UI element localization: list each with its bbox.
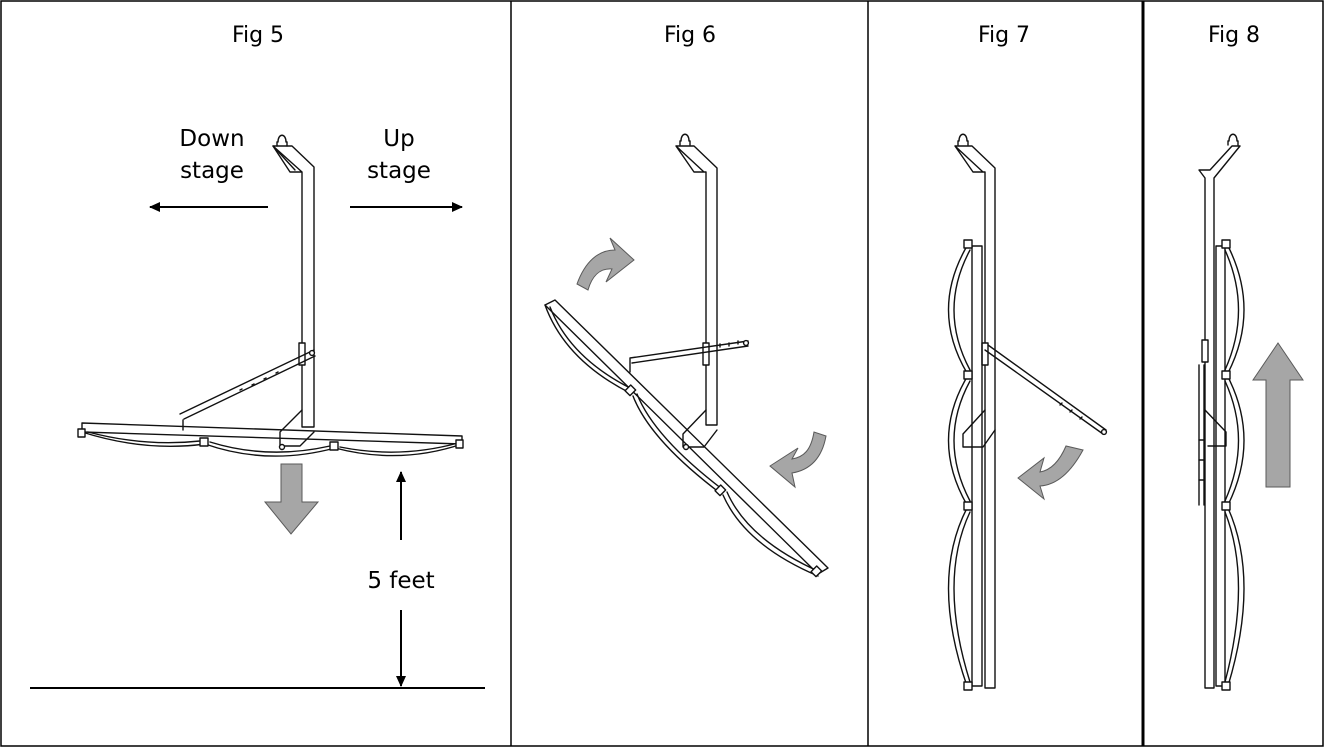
- fig8-title: Fig 8: [1208, 23, 1260, 48]
- lower-direction-arrow-icon: [263, 463, 320, 535]
- fig6-illustration: [544, 133, 829, 578]
- fig8-illustration: [1198, 133, 1304, 691]
- curved-arrow-icon: [576, 237, 635, 291]
- raise-direction-arrow-icon: [1252, 342, 1304, 488]
- downstage-label-line1: Down: [179, 126, 244, 152]
- fig6-title: Fig 6: [664, 23, 716, 48]
- height-label: 5 feet: [367, 568, 434, 594]
- fig5-illustration: Down stage Up stage: [30, 126, 485, 689]
- downstage-label-line2: stage: [180, 158, 244, 184]
- hanging-hook-icon: [679, 133, 691, 146]
- hanging-hook-icon: [957, 133, 969, 146]
- fig5-title: Fig 5: [232, 23, 284, 48]
- fig7-illustration: [947, 133, 1108, 691]
- hanging-hook-icon: [276, 134, 288, 147]
- hanging-hook-icon: [1227, 133, 1239, 146]
- curved-arrow-icon: [1017, 445, 1084, 501]
- upstage-label-line1: Up: [383, 126, 414, 152]
- upstage-label-line2: stage: [367, 158, 431, 184]
- curved-arrow-icon: [769, 431, 827, 489]
- fig7-title: Fig 7: [978, 23, 1030, 48]
